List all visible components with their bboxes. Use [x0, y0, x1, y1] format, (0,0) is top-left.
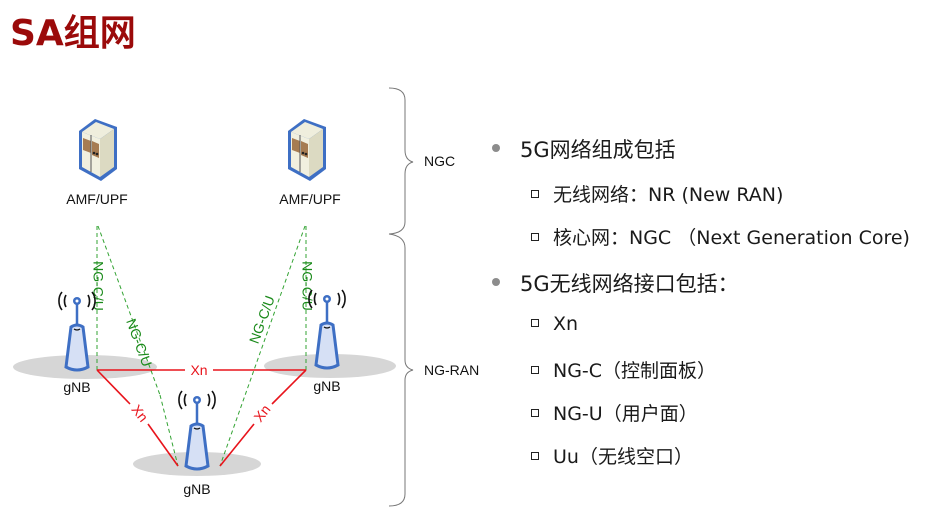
- sub-bullet-item: 无线网络：NR (New RAN): [531, 180, 783, 207]
- ng-label-left-vertical: NG-C/U: [90, 261, 106, 311]
- xn-label-top: Xn: [190, 362, 207, 378]
- ran-node-label-right: gNB: [313, 378, 340, 394]
- ng-label-right-vertical: NG-C/U: [299, 261, 315, 311]
- xn-label-right: Xn: [250, 402, 273, 425]
- xn-link-left-lower: [147, 423, 179, 467]
- sub-bullet-item: Uu（无线空口）: [531, 442, 693, 469]
- xn-link-left-upper: [96, 369, 131, 405]
- xn-link-right-upper: [271, 369, 307, 405]
- ng-label-right-diagonal: NG-C/U: [246, 293, 278, 345]
- bullet-dot-icon: [492, 278, 500, 286]
- sub-bullet-item: 核心网：NGC （Next Generation Core): [531, 223, 910, 250]
- brace-label-ngc: NGC: [424, 153, 455, 169]
- xn-link-right-lower: [219, 423, 255, 467]
- ng-link-right-diagonal: [219, 225, 306, 467]
- sub-bullet-item: Xn: [531, 313, 578, 335]
- server-icon: [287, 118, 327, 182]
- brace-label-ng-ran: NG-RAN: [424, 362, 479, 378]
- bullet-dot-icon: [492, 144, 500, 152]
- core-node-label-right: AMF/UPF: [279, 191, 340, 207]
- page-title: SA组网: [10, 13, 136, 54]
- brace-ngc: [388, 87, 414, 235]
- core-node-label-left: AMF/UPF: [66, 191, 127, 207]
- ng-link-left-diagonal-lower: [159, 394, 179, 467]
- ng-link-left-diagonal: [97, 225, 161, 396]
- brace-ng-ran: [388, 233, 414, 507]
- square-bullet-icon: [531, 189, 539, 198]
- ran-node-label-bottom: gNB: [183, 481, 210, 497]
- square-bullet-icon: [531, 451, 539, 460]
- server-icon: [78, 118, 118, 182]
- bullet-item: 5G无线网络接口包括：: [492, 268, 739, 298]
- sub-bullet-item: NG-U（用户面）: [531, 399, 698, 426]
- square-bullet-icon: [531, 365, 539, 374]
- square-bullet-icon: [531, 232, 539, 241]
- square-bullet-icon: [531, 318, 539, 327]
- ran-node-label-left: gNB: [63, 379, 90, 395]
- bullet-item: 5G网络组成包括: [492, 134, 676, 164]
- square-bullet-icon: [531, 408, 539, 417]
- sub-bullet-item: NG-C（控制面板）: [531, 356, 716, 383]
- xn-label-left: Xn: [128, 402, 151, 425]
